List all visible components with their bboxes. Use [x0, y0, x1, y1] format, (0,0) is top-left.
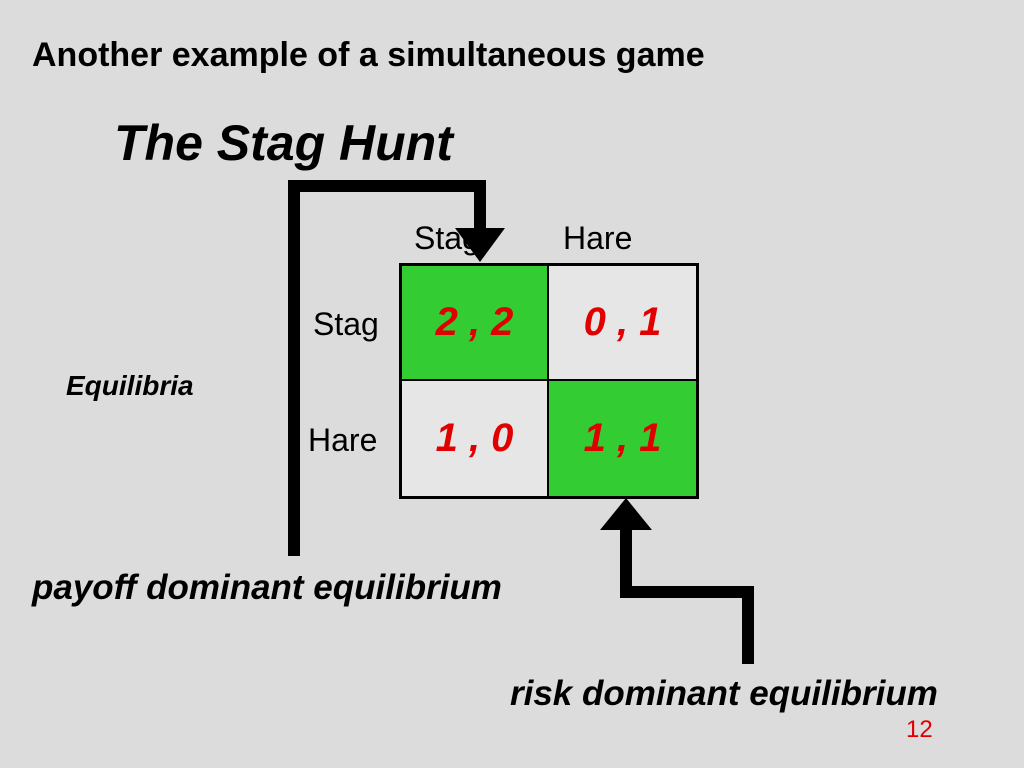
- column-label-hare: Hare: [563, 220, 633, 256]
- payoff-matrix: 2 , 2 0 , 1 1 , 0 1 , 1: [399, 263, 699, 499]
- payoff-cell-stag-stag: 2 , 2: [402, 266, 549, 381]
- payoff-dominant-arrow-line: [288, 180, 486, 556]
- equilibria-label: Equilibria: [66, 370, 194, 401]
- page-number: 12: [906, 716, 933, 743]
- payoff-cell-hare-stag: 1 , 0: [402, 381, 549, 496]
- payoff-dominant-label: payoff dominant equilibrium: [32, 568, 502, 607]
- payoff-cell-hare-hare: 1 , 1: [549, 381, 696, 496]
- game-title: The Stag Hunt: [114, 115, 453, 171]
- payoff-dominant-arrowhead: [455, 228, 505, 262]
- risk-dominant-label: risk dominant equilibrium: [510, 674, 938, 713]
- row-label-stag: Stag: [313, 306, 379, 342]
- risk-dominant-arrowhead: [600, 498, 652, 530]
- slide-heading: Another example of a simultaneous game: [32, 36, 705, 74]
- risk-dominant-arrow-line: [620, 524, 754, 664]
- payoff-cell-stag-hare: 0 , 1: [549, 266, 696, 381]
- row-label-hare: Hare: [308, 422, 378, 458]
